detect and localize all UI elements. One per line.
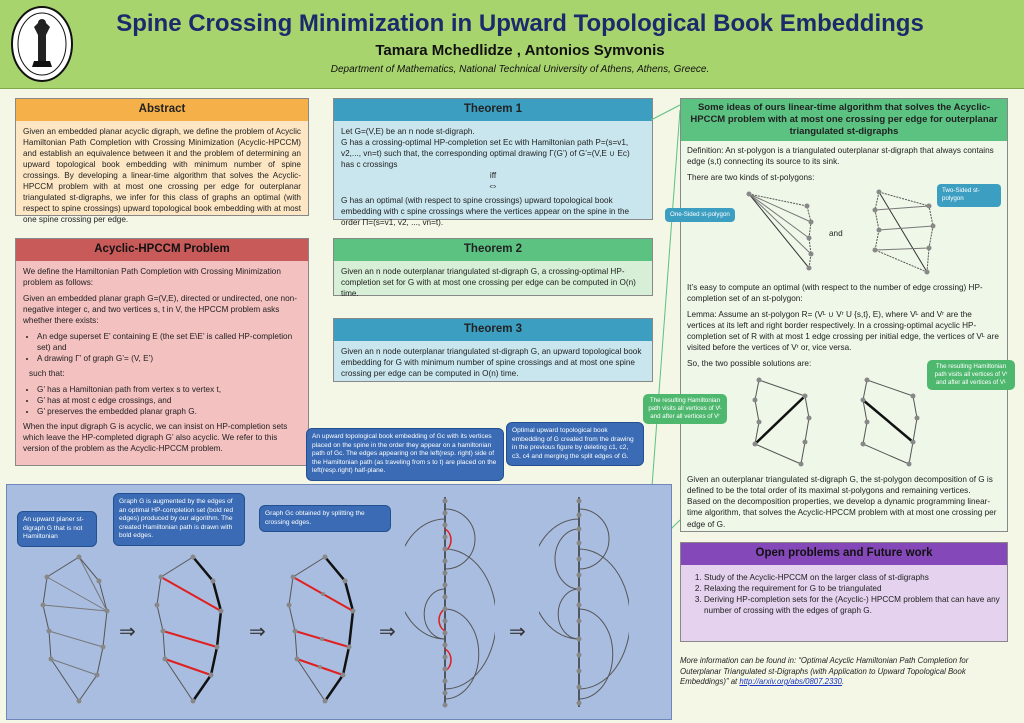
illustration-panel: An upward planer st-digraph G that is no…	[6, 484, 672, 720]
poster-title: Spine Crossing Minimization in Upward To…	[116, 10, 924, 37]
theorem1-title: Theorem 1	[334, 99, 652, 121]
poster-authors: Tamara Mchedlidze , Antonios Symvonis	[375, 42, 665, 59]
acyclic-title: Acyclic-HPCCM Problem	[16, 239, 308, 261]
list-item: G’ preserves the embedded planar graph G…	[37, 406, 301, 417]
acyclic-p1: We define the Hamiltonian Path Completio…	[23, 266, 281, 287]
list-item: Deriving HP-completion sets for the (Acy…	[704, 594, 1000, 616]
theorem2-title: Theorem 2	[334, 239, 652, 261]
ideas-easy: It’s easy to compute an optimal (with re…	[687, 282, 983, 303]
abstract-panel: Abstract Given an embedded planar acycli…	[15, 98, 309, 224]
ideas-solutions: So, the two possible solutions are:	[687, 359, 812, 369]
graph-split	[286, 554, 356, 704]
theorem3-panel: Theorem 3 Given an n node outerplanar tr…	[333, 318, 653, 382]
more-info-end: .	[841, 677, 845, 687]
list-item: Study of the Acyclic-HPCCM on the larger…	[704, 572, 1000, 583]
one-sided-polygon	[746, 191, 814, 271]
poster-affiliation: Department of Mathematics, National Tech…	[330, 64, 710, 75]
graph-augmented	[154, 554, 224, 704]
acyclic-list2: G’ has a Hamiltonian path from vertex s …	[37, 384, 301, 417]
theorem2-panel: Theorem 2 Given an n node outerplanar tr…	[333, 238, 653, 298]
list-item: G’ has a Hamiltonian path from vertex s …	[37, 384, 301, 395]
left-first-callout: The resulting Hamiltonian path visits al…	[643, 394, 727, 424]
theorem2-text: Given an n node outerplanar triangulated…	[341, 266, 636, 298]
abstract-title: Abstract	[16, 99, 308, 121]
acyclic-p3: When the input digraph G is acyclic, we …	[23, 422, 288, 454]
acyclic-hpccm-panel: Acyclic-HPCCM Problem We define the Hami…	[15, 238, 309, 466]
callout-input-graph: An upward planer st-digraph G that is no…	[17, 511, 97, 547]
iff-arrow-icon: ⇔	[487, 179, 499, 192]
ideas-title: Some ideas of ours linear-time algorithm…	[681, 99, 1007, 141]
one-sided-label: One-Sided st-polygon	[665, 207, 735, 223]
callout-book-embedding: An upward topological book embedding of …	[306, 428, 504, 481]
right-first-callout: The resulting Hamiltonian path visits al…	[927, 360, 1015, 390]
solution-left-first	[752, 377, 812, 467]
open-list: Study of the Acyclic-HPCCM on the larger…	[704, 572, 1000, 616]
list-item: A drawing Γ’ of graph G’= (V, E’)	[37, 353, 301, 364]
theorem3-title: Theorem 3	[334, 319, 652, 341]
two-sided-label: Two-Sided st-polygon	[937, 183, 1001, 207]
header: Spine Crossing Minimization in Upward To…	[0, 0, 1024, 89]
arxiv-link[interactable]: http://arxiv.org/abs/0807.2330	[739, 677, 842, 687]
abstract-text: Given an embedded planar acyclic digraph…	[23, 126, 301, 225]
theorem3-text: Given an n node outerplanar triangulated…	[341, 346, 642, 378]
book-embedding-split	[405, 497, 495, 708]
and-text: and	[829, 228, 843, 238]
list-item: An edge superset E’ containing E (the se…	[37, 331, 301, 353]
arrow-icon: ⇒	[119, 621, 136, 643]
callout-augmented: Graph G is augmented by the edges of an …	[113, 493, 245, 546]
list-item: Relaxing the requirement for G to be tri…	[704, 583, 1000, 594]
book-embedding-final	[539, 497, 629, 707]
ideas-lemma: Lemma: Assume an st-polygon R= (Vᴸ ∪ Vʳ …	[687, 309, 999, 353]
two-sided-polygon	[872, 189, 936, 275]
ideas-dp: Based on the decomposition properties, w…	[687, 497, 997, 529]
callout-optimal-embedding: Optimal upward topological book embeddin…	[506, 422, 644, 467]
graph-input	[40, 554, 110, 704]
arrow-icon: ⇒	[249, 621, 266, 643]
callout-split: Graph Gc obtained by splitting the cross…	[259, 505, 391, 533]
theorem1-line3: G has an optimal (with respect to spine …	[341, 195, 630, 227]
ideas-panel: Some ideas of ours linear-time algorithm…	[643, 98, 1015, 532]
ideas-decomposition: Given an outerplanar triangulated st-dig…	[687, 475, 993, 496]
theorem1-iff: iff	[489, 170, 497, 180]
acyclic-such-that: such that:	[29, 369, 65, 379]
arrow-icon: ⇒	[379, 621, 396, 643]
more-info-text: More information can be found in: “Optim…	[680, 656, 969, 687]
theorem1-line2: G has a crossing-optimal HP-completion s…	[341, 137, 630, 169]
arrow-icon: ⇒	[509, 621, 526, 643]
open-problems-panel: Open problems and Future work Study of t…	[680, 542, 1008, 642]
solution-figures: The resulting Hamiltonian path visits al…	[643, 360, 1015, 474]
polygon-figures: One-Sided st-polygon Two-Sided st-polygo…	[665, 183, 1001, 280]
more-info: More information can be found in: “Optim…	[680, 656, 1006, 688]
acyclic-list1: An edge superset E’ containing E (the se…	[37, 331, 301, 364]
university-seal-logo	[11, 6, 73, 82]
open-title: Open problems and Future work	[681, 543, 1007, 565]
acyclic-p2: Given an embedded planar graph G=(V,E), …	[23, 293, 297, 325]
solution-right-first	[860, 377, 920, 467]
theorem1-panel: Theorem 1 Let G=(V,E) be an n node st-di…	[333, 98, 653, 227]
ideas-definition: Definition: An st-polygon is a triangula…	[687, 145, 994, 166]
theorem1-line1: Let G=(V,E) be an n node st-digraph.	[341, 126, 475, 136]
ideas-kinds: There are two kinds of st-polygons:	[687, 172, 815, 182]
list-item: G’ has at most c edge crossings, and	[37, 395, 301, 406]
connector-lines	[650, 104, 680, 530]
